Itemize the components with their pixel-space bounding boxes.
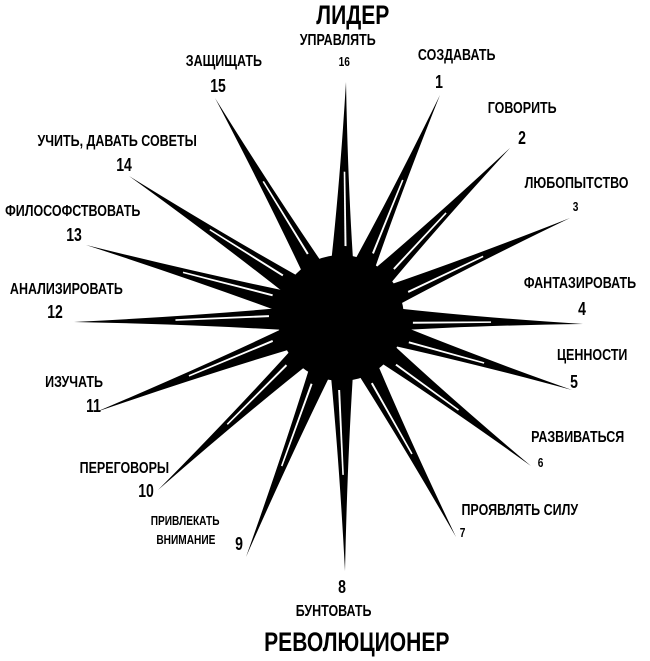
ray-4 <box>385 307 583 332</box>
ray-number-2: 2 <box>518 128 526 148</box>
ray-5-streak <box>408 341 485 364</box>
ray-label-5: ЦЕННОСТИ <box>556 347 628 364</box>
ray-number-4: 4 <box>578 299 586 319</box>
rays-group <box>74 82 583 571</box>
ray-label-6: РАЗВИВАТЬСЯ <box>531 429 625 446</box>
ray-2 <box>364 148 510 295</box>
center-circle <box>278 255 404 381</box>
ray-4-streak <box>412 321 492 324</box>
ray-12-streak <box>175 315 269 321</box>
ray-16-streak <box>343 171 347 247</box>
ray-number-6: 6 <box>537 455 544 470</box>
ray-9 <box>246 355 336 557</box>
ray-3 <box>377 218 570 311</box>
ray-number-5: 5 <box>570 372 578 392</box>
ray-label-11: ИЗУЧАТЬ <box>45 374 103 391</box>
ray-label-4: ФАНТАЗИРОВАТЬ <box>523 275 637 292</box>
ray-label-1: СОЗДАВАТЬ <box>417 47 496 64</box>
ray-14-streak <box>209 228 284 277</box>
ray-number-13: 13 <box>66 225 82 245</box>
ray-number-16: 16 <box>338 54 350 69</box>
ray-number-11: 11 <box>86 396 101 416</box>
ray-number-9: 9 <box>235 534 243 554</box>
ray-15 <box>215 98 330 285</box>
ray-label-14: УЧИТЬ, ДАВАТЬ СОВЕТЫ <box>37 133 197 150</box>
ray-number-3: 3 <box>572 199 579 214</box>
ray-1 <box>348 95 440 282</box>
ray-label-10: ПЕРЕГОВОРЫ <box>79 460 170 477</box>
ray-1-streak <box>372 179 404 254</box>
ray-6 <box>369 336 531 466</box>
ray-label-8: БУНТОВАТЬ <box>295 603 372 620</box>
ray-label-15: ЗАЩИЩАТЬ <box>185 53 262 70</box>
ray-label-9-line-2: ВНИМАНИЕ <box>156 532 216 547</box>
top-title: ЛИДЕР <box>316 0 390 30</box>
ray-8 <box>329 362 354 571</box>
ray-13-streak <box>182 271 273 297</box>
ray-11 <box>96 322 304 412</box>
ray-6-streak <box>395 363 460 411</box>
ray-5 <box>380 319 572 390</box>
ray-label-2: ГОВОРИТЬ <box>487 100 557 117</box>
ray-10-streak <box>226 364 288 425</box>
ray-8-streak <box>338 390 344 475</box>
ray-label-13: ФИЛОСОФСТВОВАТЬ <box>5 203 141 220</box>
ray-14 <box>129 176 311 303</box>
ray-13 <box>86 245 302 318</box>
ray-15-streak <box>262 181 309 255</box>
bottom-title: РЕВОЛЮЦИОНЕР <box>264 627 450 657</box>
ray-7 <box>351 352 456 537</box>
ray-11-streak <box>188 340 274 377</box>
ray-number-10: 10 <box>138 481 154 501</box>
ray-label-9-line-1: ПРИВЛЕКАТЬ <box>150 513 220 528</box>
ray-16 <box>329 82 354 274</box>
ray-label-12: АНАЛИЗИРОВАТЬ <box>9 281 123 298</box>
ray-label-16: УПРАВЛЯТЬ <box>299 32 376 49</box>
ray-number-12: 12 <box>47 302 63 322</box>
ray-3-streak <box>407 255 484 293</box>
ray-2-streak <box>393 212 447 270</box>
ray-number-7: 7 <box>459 525 466 540</box>
ray-label-7: ПРОЯВЛЯТЬ СИЛУ <box>461 502 579 519</box>
ray-number-14: 14 <box>116 155 132 175</box>
ray-7-streak <box>370 382 413 455</box>
ray-number-15: 15 <box>210 76 226 96</box>
ray-label-3: ЛЮБОПЫТСТВО <box>524 175 629 192</box>
ray-number-1: 1 <box>435 72 443 92</box>
ray-number-8: 8 <box>338 577 346 597</box>
ray-12 <box>74 306 297 331</box>
ray-9-streak <box>280 383 313 467</box>
